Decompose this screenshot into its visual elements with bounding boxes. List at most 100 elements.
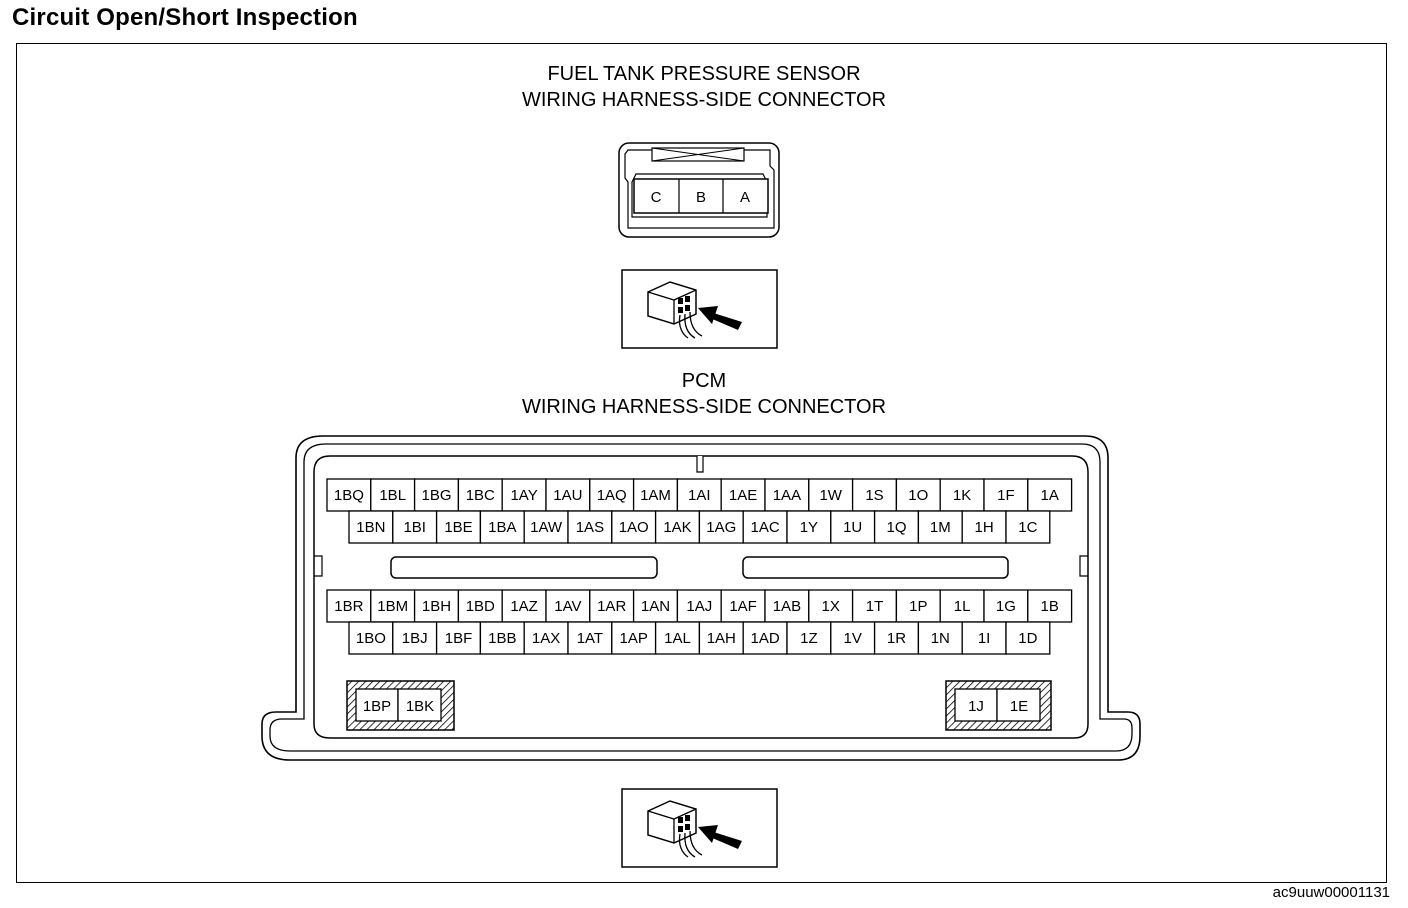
pcm-terminal-cell — [786, 510, 832, 544]
pcm-terminal-cell — [567, 510, 613, 544]
pcm-terminal: 1BJ — [402, 630, 428, 647]
pcm-terminal-cell — [917, 621, 963, 655]
pcm-terminal-cell — [720, 589, 766, 623]
pcm-terminal-cell — [698, 510, 744, 544]
pcm-terminal: 1Q — [886, 519, 906, 536]
pcm-terminal: 1BL — [379, 487, 406, 504]
pcm-terminal-cell — [742, 510, 788, 544]
pcm-terminal: 1AF — [729, 598, 757, 615]
pcm-caption-line1: PCM — [681, 370, 727, 392]
pcm-terminal: 1AM — [640, 487, 671, 504]
pcm-terminal: 1AC — [751, 519, 780, 536]
pcm-terminal-cell — [392, 621, 438, 655]
pcm-terminal-cell — [764, 589, 810, 623]
pcm-terminal: 1U — [843, 519, 862, 536]
pcm-terminal: 1BQ — [334, 487, 364, 504]
page-title: Circuit Open/Short Inspection — [12, 4, 358, 31]
pcm-terminal: 1AH — [707, 630, 736, 647]
pcm-terminal: 1A — [1041, 487, 1059, 504]
pcm-terminal-cell — [370, 589, 416, 623]
pcm-terminal-cell — [873, 510, 920, 544]
pcm-terminal: 1BE — [444, 519, 472, 536]
pcm-terminal: 1Y — [800, 519, 818, 536]
pcm-terminal: 1BH — [422, 598, 451, 615]
pcm-terminal-cell — [370, 478, 416, 512]
pcm-terminal: 1T — [866, 598, 884, 615]
pcm-terminal-cell — [632, 589, 679, 623]
pcm-terminal-cell — [1027, 589, 1073, 623]
harness-side-view-icon — [621, 269, 778, 349]
pcm-terminal: 1AI — [688, 487, 711, 504]
pcm-terminal: 1BM — [377, 598, 408, 615]
pcm-terminal-cell — [392, 510, 438, 544]
pcm-terminal: 1AJ — [686, 598, 712, 615]
pcm-terminal: 1V — [844, 630, 862, 647]
diagram-frame — [16, 43, 1387, 883]
pcm-terminal: 1AQ — [597, 487, 627, 504]
pcm-terminal: 1BG — [421, 487, 451, 504]
pcm-terminal: 1I — [978, 630, 991, 647]
pcm-terminal: 1AG — [706, 519, 736, 536]
pcm-terminal: 1N — [931, 630, 950, 647]
pcm-terminal: 1O — [908, 487, 928, 504]
pcm-terminal-cell — [479, 621, 525, 655]
pcm-terminal: 1AY — [510, 487, 537, 504]
pcm-terminal-cell — [1005, 621, 1051, 655]
pcm-terminal-cell — [808, 478, 854, 512]
pcm-terminal-cell — [654, 510, 701, 544]
sensor-terminal: A — [740, 189, 750, 206]
pcm-terminal-cell — [326, 589, 372, 623]
pcm-terminal: 1AU — [553, 487, 582, 504]
pcm-terminal: 1F — [997, 487, 1015, 504]
figure-id: ac9uuw00001131 — [1272, 884, 1390, 901]
pcm-terminal-cell — [326, 478, 372, 512]
pcm-terminal-cell — [611, 510, 657, 544]
sensor-caption-line2: WIRING HARNESS-SIDE CONNECTOR — [521, 89, 887, 111]
pcm-terminal: 1E — [1010, 698, 1028, 715]
pcm-terminal: 1BC — [466, 487, 495, 504]
pcm-terminal-cell — [348, 510, 394, 544]
sensor-terminal: C — [651, 189, 662, 206]
pcm-caption-line2: WIRING HARNESS-SIDE CONNECTOR — [521, 396, 887, 418]
pcm-terminal: 1BK — [406, 698, 434, 715]
pcm-terminal: 1AN — [641, 598, 670, 615]
pcm-terminal-cell — [1005, 510, 1051, 544]
pcm-terminal: 1D — [1018, 630, 1037, 647]
pcm-terminal: 1AR — [597, 598, 626, 615]
pcm-terminal: 1G — [996, 598, 1016, 615]
pcm-terminal: 1BR — [334, 598, 363, 615]
pcm-terminal: 1BF — [445, 630, 473, 647]
pcm-terminal: 1AZ — [510, 598, 538, 615]
pcm-terminal: 1AE — [729, 487, 757, 504]
pcm-terminal: 1AV — [554, 598, 581, 615]
pcm-terminal: 1AX — [532, 630, 560, 647]
pcm-terminal: 1R — [887, 630, 906, 647]
pcm-terminal: 1L — [954, 598, 971, 615]
sensor-caption-line1: FUEL TANK PRESSURE SENSOR — [547, 63, 861, 85]
pcm-terminal-cell — [895, 478, 941, 512]
pcm-terminal-cell — [698, 621, 744, 655]
pcm-terminal: 1P — [909, 598, 927, 615]
pcm-terminal-cell — [939, 478, 985, 512]
pcm-terminal-cell — [523, 510, 569, 544]
pcm-terminal: 1BB — [488, 630, 516, 647]
pcm-terminal-cell — [654, 621, 701, 655]
pcm-terminal-cell — [851, 478, 898, 512]
pcm-terminal: 1BD — [466, 598, 495, 615]
sensor-connector: C B A — [618, 142, 780, 238]
pcm-terminal-cell — [961, 510, 1007, 544]
pcm-terminal: 1X — [822, 598, 840, 615]
pcm-terminal: 1AL — [664, 630, 691, 647]
pcm-terminal-cell — [501, 589, 547, 623]
pcm-terminal: 1BO — [356, 630, 386, 647]
pcm-terminal: 1AA — [773, 487, 801, 504]
pcm-terminal-cell — [413, 478, 460, 512]
pcm-terminal-cell — [676, 589, 722, 623]
pcm-terminal: 1BP — [363, 698, 391, 715]
pcm-terminal: 1AO — [619, 519, 649, 536]
pcm-terminal-cell — [479, 510, 525, 544]
